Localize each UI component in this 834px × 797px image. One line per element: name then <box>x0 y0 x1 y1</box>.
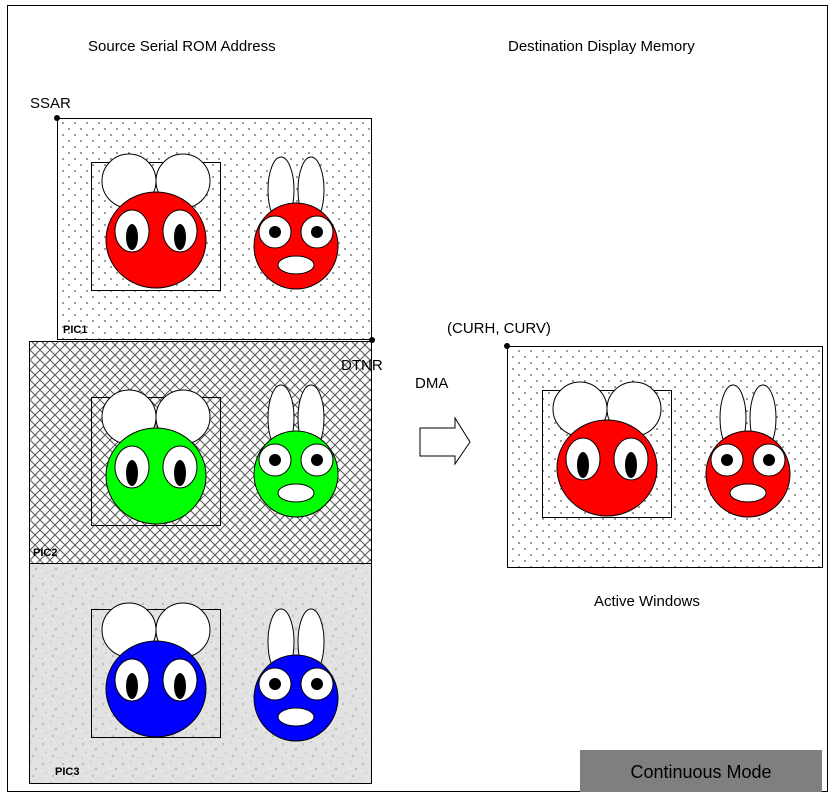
active-window-selection-box <box>542 390 672 518</box>
dma-arrow-icon <box>419 416 471 466</box>
destination-heading: Destination Display Memory <box>508 38 695 55</box>
dtnr-marker <box>369 337 375 343</box>
outer-frame <box>7 5 828 792</box>
ssar-marker <box>54 115 60 121</box>
pic2-selection-box <box>91 397 221 526</box>
pic3-selection-box <box>91 609 221 738</box>
pic2-label: PIC2 <box>33 547 57 559</box>
pic3-panel: PIC3 <box>29 563 372 784</box>
curh-curv-label: (CURH, CURV) <box>447 320 551 337</box>
curh-curv-marker <box>504 343 510 349</box>
pic3-label: PIC3 <box>55 766 79 778</box>
pic1-panel: PIC1 <box>57 118 372 340</box>
dtnr-label: DTNR <box>341 357 383 374</box>
ssar-label: SSAR <box>30 95 71 112</box>
mode-indicator: Continuous Mode <box>580 750 822 792</box>
pic1-selection-box <box>91 162 221 291</box>
pic1-label: PIC1 <box>63 324 87 336</box>
dma-label: DMA <box>415 375 448 392</box>
active-windows-label: Active Windows <box>594 593 700 610</box>
active-window-panel <box>507 346 823 568</box>
mode-box <box>580 750 822 792</box>
source-heading: Source Serial ROM Address <box>88 38 276 55</box>
mode-label: Continuous Mode <box>630 762 771 782</box>
pic2-panel: PIC2 <box>29 341 372 564</box>
